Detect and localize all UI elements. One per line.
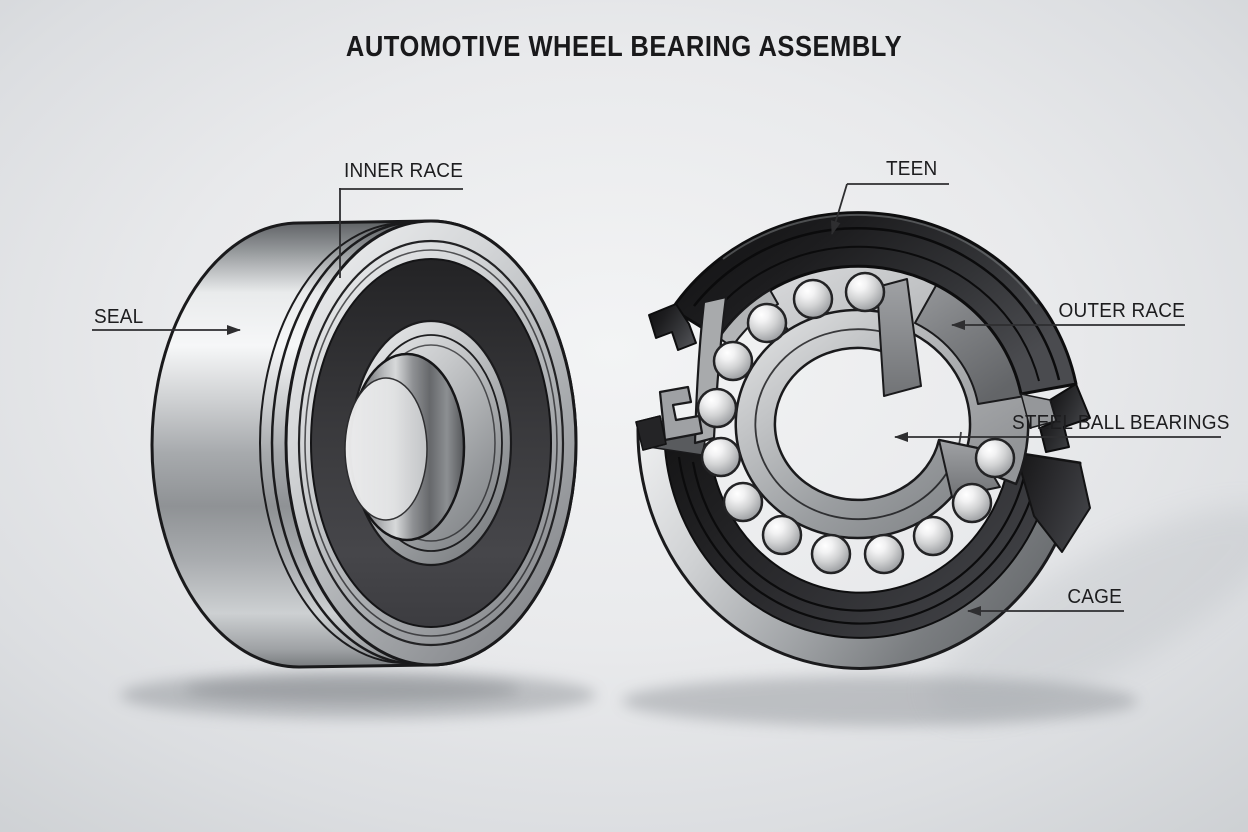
cage-bracket-dark — [635, 415, 667, 451]
face-rim-line — [297, 239, 565, 647]
steel-ball — [863, 533, 905, 575]
cage-right-tip — [1015, 452, 1091, 553]
label-teen: TEEN — [886, 158, 938, 180]
cage-groove-line — [691, 461, 1026, 612]
cage-bracket — [658, 385, 704, 442]
bore-opening — [344, 377, 428, 521]
leader-lines — [92, 183, 1221, 616]
steel-ball — [810, 533, 852, 575]
cutaway-bearing-illustration — [635, 211, 1091, 670]
steel-balls — [696, 271, 1016, 575]
steel-ball — [746, 302, 788, 344]
steel-ball — [712, 340, 754, 382]
inner-race-ring-line — [754, 328, 962, 521]
floor-shadows — [120, 507, 1248, 726]
label-inner-race: INNER RACE — [344, 160, 464, 182]
steel-ball — [951, 482, 993, 524]
steel-ball — [974, 437, 1016, 479]
steel-ball — [696, 387, 738, 429]
label-seal: SEAL — [94, 306, 144, 328]
label-cage: CAGE — [1067, 586, 1122, 608]
inner-race-cut-face — [876, 278, 922, 397]
cage-groove-line — [677, 456, 1040, 625]
steel-ball — [761, 514, 803, 556]
label-steel-ball-bearings: STEEL BALL BEARINGS — [1012, 412, 1230, 434]
outer-race-groove — [715, 245, 1040, 382]
steel-ball — [700, 436, 742, 478]
steel-ball — [722, 481, 764, 523]
outer-race-left-notch — [648, 303, 697, 351]
label-outer-race: OUTER RACE — [1058, 300, 1185, 322]
sealed-bearing-illustration — [150, 219, 578, 669]
steel-ball — [844, 271, 886, 313]
diagram-title: AUTOMOTIVE WHEEL BEARING ASSEMBLY — [345, 31, 903, 63]
inner-race-cut-face — [938, 439, 1001, 498]
outer-race-right-flange — [1020, 393, 1057, 429]
steel-ball — [792, 278, 834, 320]
outer-race-arc — [670, 211, 1078, 396]
outer-race-highlight — [722, 213, 1038, 305]
teen-leader-line — [830, 183, 848, 235]
face-rim-line — [304, 249, 558, 637]
outer-race-groove — [693, 226, 1061, 381]
steel-ball — [912, 515, 954, 557]
